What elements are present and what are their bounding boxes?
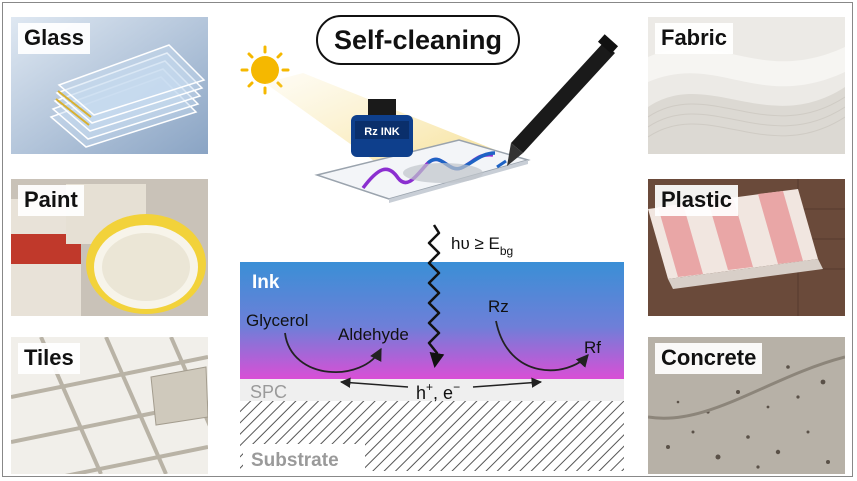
electron-superscript: − (453, 380, 460, 394)
fabric-image (648, 17, 845, 154)
spc-layer-label: SPC (250, 382, 287, 402)
rf-label: Rf (584, 338, 601, 357)
fabric-photo: Fabric (648, 17, 845, 154)
paint-label: Paint (18, 185, 84, 216)
light-energy-subscript: bg (500, 244, 513, 258)
glycerol-to-aldehyde-arrow (284, 332, 382, 373)
light-energy-text: hυ ≥ E (451, 234, 500, 253)
hole-superscript: + (426, 380, 433, 394)
aldehyde-label: Aldehyde (338, 325, 409, 344)
carrier-separator: , (433, 383, 443, 403)
concrete-label: Concrete (655, 343, 763, 374)
title-pill (316, 15, 520, 65)
charge-carriers-label: h+, e− (416, 380, 460, 403)
paint-photo: Paint (11, 179, 208, 316)
light-energy-label: hυ ≥ Ebg (451, 234, 513, 258)
rz-to-rf-arrow (495, 320, 589, 372)
tiles-photo: Tiles (11, 337, 208, 474)
self-cleaning-diagram: Self-cleaning (240, 15, 624, 474)
spc-layer (240, 379, 624, 401)
glycerol-label: Glycerol (246, 311, 308, 330)
plastic-label: Plastic (655, 185, 738, 216)
scribble-shadow (403, 163, 483, 183)
electron-arrow (472, 377, 543, 388)
substrate-label-box (243, 444, 365, 474)
fabric-label: Fabric (655, 23, 734, 54)
concrete-photo: Concrete (648, 337, 845, 474)
ink-bottle-icon (351, 99, 413, 157)
diagram-title: Self-cleaning (334, 25, 502, 55)
ink-bottle-label: Rz INK (364, 126, 400, 138)
ink-layer-label: Ink (252, 272, 280, 293)
hole-arrow (339, 377, 409, 388)
substrate-layer-label: Substrate (251, 450, 339, 471)
tiles-label: Tiles (18, 343, 80, 374)
hole-symbol: h (416, 383, 426, 403)
tiles-image (11, 337, 208, 474)
plastic-photo: Plastic (648, 179, 845, 316)
pen-icon (496, 34, 619, 169)
electron-symbol: e (443, 383, 453, 403)
plastic-image (648, 179, 845, 316)
glass-photo: Glass (11, 17, 208, 154)
rz-label: Rz (488, 297, 509, 316)
glass-image (11, 17, 208, 154)
glass-label: Glass (18, 23, 90, 54)
photon-arrow (427, 224, 445, 368)
